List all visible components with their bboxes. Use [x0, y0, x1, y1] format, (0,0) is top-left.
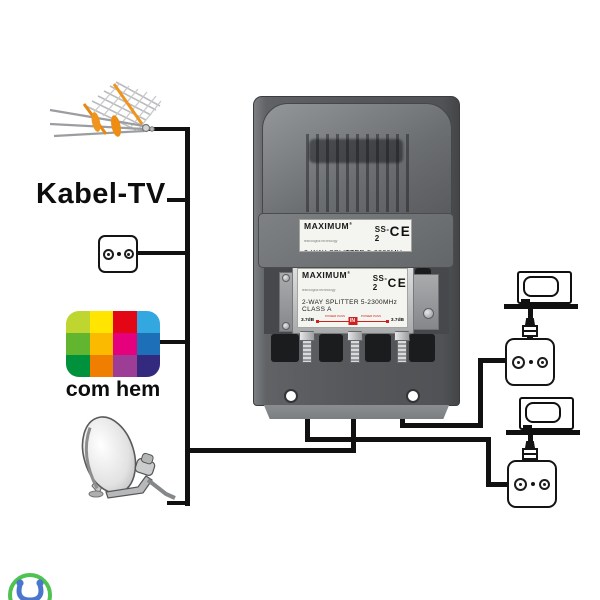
- output1-cable-riser: [478, 358, 483, 428]
- dish-feed-line: [167, 501, 189, 505]
- splitter-unit-label: MAXIMUM® teknologisk technology SS-2 CE …: [297, 268, 408, 328]
- output-wall-socket-2: [507, 460, 557, 508]
- f-connector-input: [350, 340, 360, 363]
- socket-right-port: [539, 478, 551, 490]
- outlet-feed-line: [137, 251, 187, 255]
- tv-screen: [523, 276, 559, 297]
- dish-arm: [105, 475, 153, 499]
- cable-slot: [365, 334, 391, 362]
- socket-right-port: [537, 356, 549, 368]
- comhem-logo: [66, 311, 160, 377]
- output1-cable-to-socket: [478, 358, 506, 363]
- splitter-description: 2-WAY SPLITTER 5-2300MHz: [302, 298, 398, 306]
- antenna-feed-point: [141, 123, 151, 133]
- bracket-screw: [282, 274, 290, 282]
- registered-mark: ®: [349, 221, 353, 227]
- antenna-orange-elements: [82, 83, 144, 137]
- watermark-logo: [8, 573, 52, 600]
- model-text: SS-2: [372, 274, 388, 292]
- loss-right: 3.7dB: [390, 317, 404, 323]
- output1-cable-horizontal: [400, 423, 483, 428]
- output2-cable-dropper: [486, 437, 491, 487]
- comhem-feed-line: [159, 340, 187, 344]
- source-wall-outlet: [98, 235, 138, 273]
- antenna-feed-line: [146, 127, 187, 131]
- socket-left-port: [511, 355, 525, 369]
- power-pass-right: POWER PASS: [361, 314, 382, 318]
- socket-center-dot: [528, 359, 534, 365]
- watermark-wrench: [16, 584, 44, 600]
- model-text: SS-2: [374, 225, 390, 243]
- trunk-line: [185, 127, 190, 506]
- cable-slot: [319, 334, 343, 362]
- input-cable-horizontal: [187, 448, 354, 453]
- kabel-tv-tick-line: [167, 198, 187, 202]
- satellite-dish-icon: [81, 416, 176, 500]
- output2-cable-horizontal: [305, 437, 491, 442]
- lid-vent-slots: [309, 139, 403, 163]
- splitter-lid-label: MAXIMUM® teknologisk technology SS-2 CE …: [299, 219, 412, 252]
- outlet-right-port: [123, 249, 134, 259]
- mounting-hole-left: [284, 389, 298, 403]
- bracket-screw: [282, 322, 290, 330]
- mounting-hole-right: [406, 389, 420, 403]
- output-wall-socket-1: [505, 338, 555, 386]
- loss-left: 3.7dB: [301, 317, 315, 323]
- kabel-tv-label: Kabel-TV: [36, 178, 166, 210]
- output2-cable-to-socket: [486, 482, 508, 487]
- outlet-left-port: [102, 248, 114, 260]
- splitter-description: 2-WAY SPLITTER 5-2300MHz: [300, 249, 411, 252]
- ce-mark: CE: [389, 224, 412, 239]
- splitter-base-lip: [263, 405, 450, 419]
- ce-mark: CE: [387, 276, 408, 290]
- cable-slot: [271, 334, 299, 362]
- input-port-label: IN: [348, 317, 357, 325]
- terrestrial-antenna-icon: [49, 81, 162, 138]
- tv-icon-2: [506, 397, 580, 437]
- comhem-label: com hem: [65, 377, 161, 401]
- splitter-bracket-right: [413, 274, 439, 330]
- power-pass-left: POWER PASS: [324, 314, 345, 318]
- registered-mark: ®: [347, 270, 351, 276]
- outlet-center-dot: [116, 252, 121, 256]
- brand-text: MAXIMUM®: [304, 221, 353, 231]
- tv-icon-1: [504, 271, 578, 311]
- ground-screw: [423, 308, 434, 319]
- brand-tagline: teknologisk technology: [302, 288, 336, 292]
- brand-tagline: teknologisk technology: [304, 239, 338, 243]
- cable-slot: [409, 334, 435, 362]
- socket-left-port: [513, 477, 527, 491]
- watermark-ring: [8, 573, 52, 600]
- brand-text: MAXIMUM®: [302, 270, 351, 280]
- signal-path-diagram: 3.7dB POWER PASS POWER PASS IN 3.7dB: [298, 313, 407, 326]
- f-connector-output2: [302, 340, 312, 363]
- f-connector-output1: [397, 340, 407, 363]
- splitter-class: CLASS A: [302, 305, 332, 313]
- tv-screen: [525, 402, 561, 423]
- f-plug-icon-1: [521, 318, 539, 341]
- socket-center-dot: [530, 481, 536, 487]
